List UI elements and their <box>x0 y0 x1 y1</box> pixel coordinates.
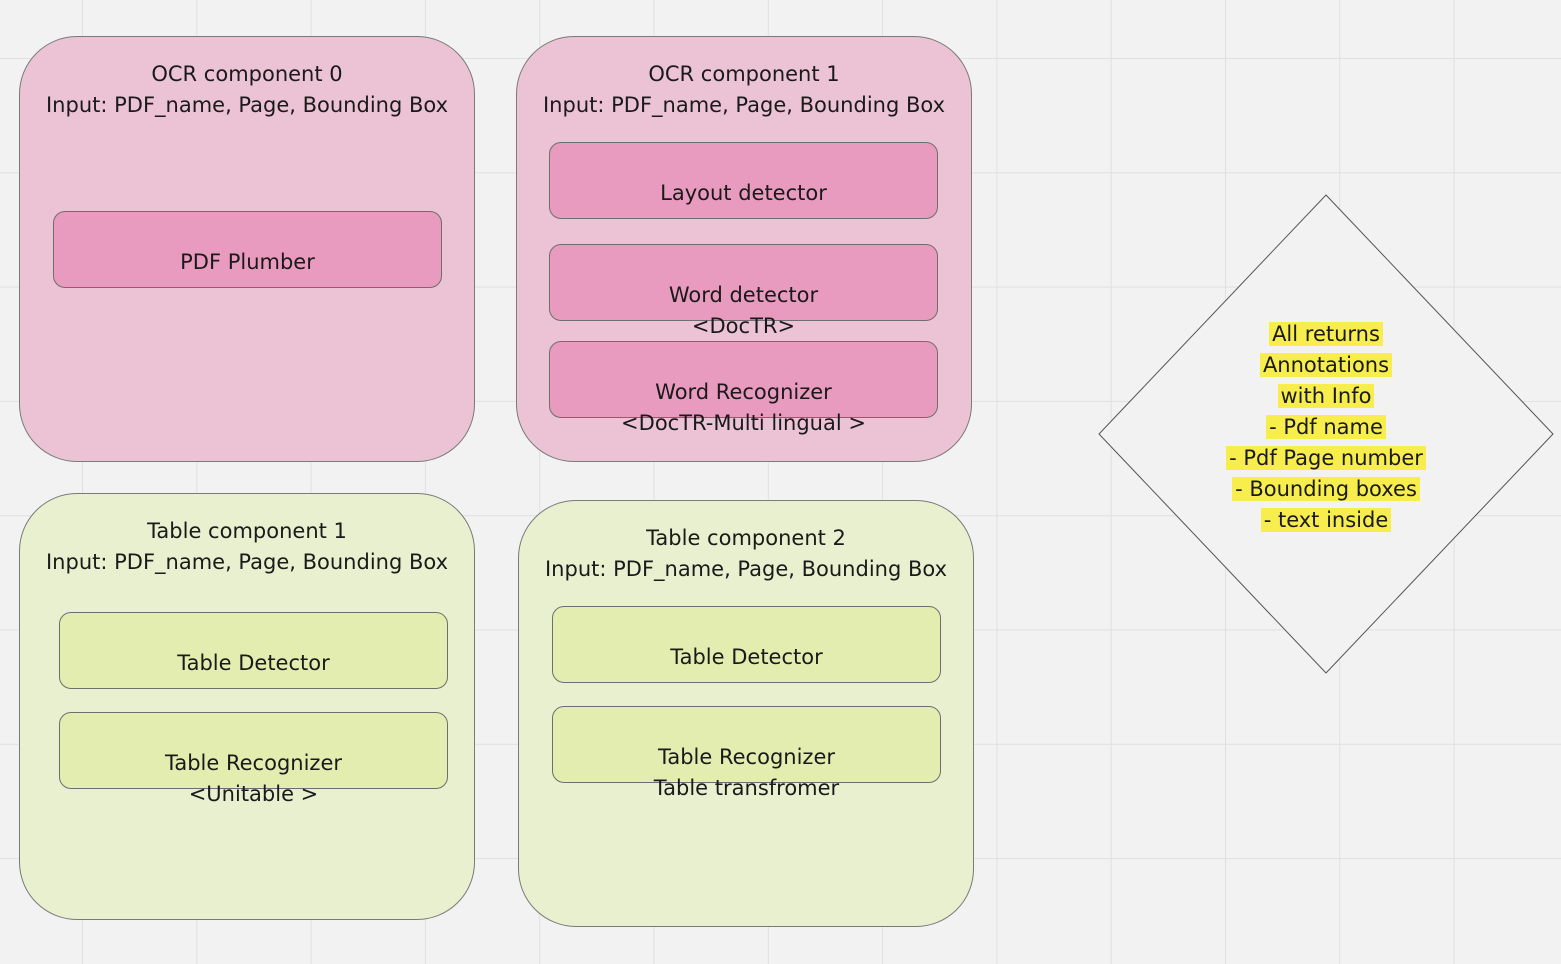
returns-line: - Pdf name <box>1097 412 1555 443</box>
returns-text: All returns Annotations with Info - Pdf … <box>1097 319 1555 536</box>
table-component-2-panel[interactable]: Table component 2 Input: PDF_name, Page,… <box>518 500 974 927</box>
returns-diamond[interactable]: All returns Annotations with Info - Pdf … <box>1097 194 1555 675</box>
layout-detector-label: Layout detector <box>660 181 827 205</box>
ocr-component-0-title: OCR component 0 Input: PDF_name, Page, B… <box>45 62 449 117</box>
table-recognizer-label: Table Recognizer Table transfromer <box>653 745 840 800</box>
word-recognizer-label: Word Recognizer <DocTR-Multi lingual > <box>621 380 866 435</box>
word-detector-label: Word detector <DocTR> <box>668 283 819 338</box>
table-detector-label: Table Detector <box>177 651 330 675</box>
returns-line: with Info <box>1097 381 1555 412</box>
ocr-component-1-title: OCR component 1 Input: PDF_name, Page, B… <box>542 62 946 117</box>
ocr-component-0-panel[interactable]: OCR component 0 Input: PDF_name, Page, B… <box>19 36 475 462</box>
table-detector-label: Table Detector <box>670 645 823 669</box>
returns-line: All returns <box>1097 319 1555 350</box>
table-recognizer-box[interactable]: Table Recognizer Table transfromer <box>552 706 941 800</box>
table-recognizer-label: Table Recognizer <Unitable > <box>165 751 342 806</box>
returns-line: - text inside <box>1097 505 1555 536</box>
table-detector-box[interactable]: Table Detector <box>552 606 941 683</box>
ocr-component-1-panel[interactable]: OCR component 1 Input: PDF_name, Page, B… <box>516 36 972 462</box>
table-component-2-title: Table component 2 Input: PDF_name, Page,… <box>544 526 948 581</box>
table-recognizer-box[interactable]: Table Recognizer <Unitable > <box>59 712 448 806</box>
returns-line: - Pdf Page number <box>1097 443 1555 474</box>
table-detector-box[interactable]: Table Detector <box>59 612 448 689</box>
pdf-plumber-box[interactable]: PDF Plumber <box>53 211 442 288</box>
word-recognizer-box[interactable]: Word Recognizer <DocTR-Multi lingual > <box>549 341 938 435</box>
returns-line: Annotations <box>1097 350 1555 381</box>
word-detector-box[interactable]: Word detector <DocTR> <box>549 244 938 338</box>
returns-line: - Bounding boxes <box>1097 474 1555 505</box>
table-component-1-title: Table component 1 Input: PDF_name, Page,… <box>45 519 449 574</box>
table-component-1-panel[interactable]: Table component 1 Input: PDF_name, Page,… <box>19 493 475 920</box>
layout-detector-box[interactable]: Layout detector <box>549 142 938 219</box>
pdf-plumber-label: PDF Plumber <box>180 250 315 274</box>
